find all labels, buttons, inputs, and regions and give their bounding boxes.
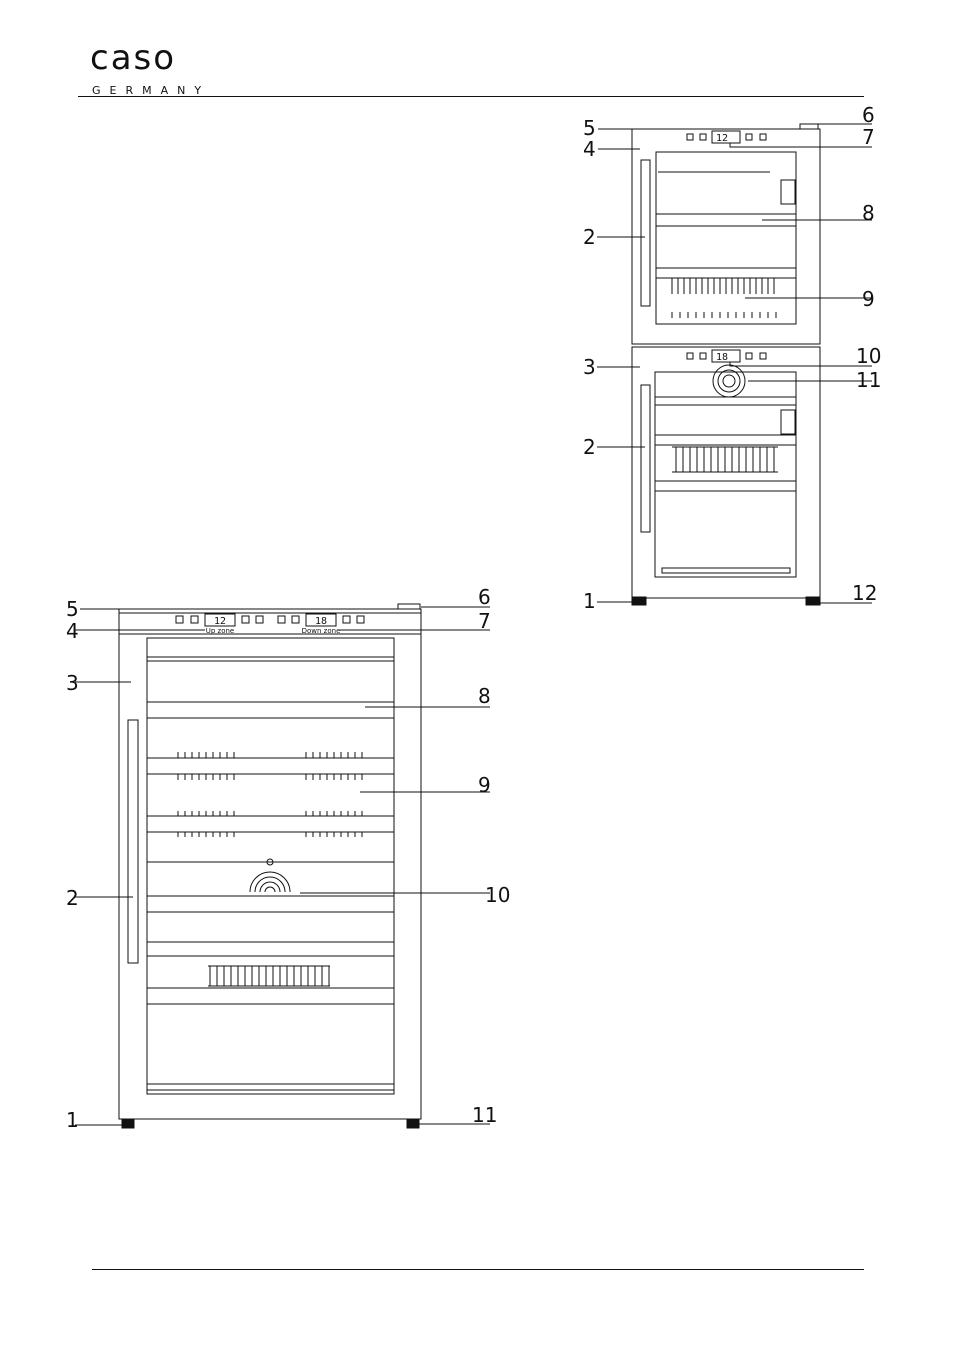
left-zone-down-label: Down zone [302,627,341,635]
left-zone-up-label: Up zone [206,627,235,635]
right-callout-4: 4 [583,137,596,161]
left-callout-6: 6 [478,585,491,609]
right-callout-10: 10 [856,344,881,368]
left-display-up-value: 12 [214,616,226,627]
right-callout-2-upper: 2 [583,225,596,249]
left-callout-1: 1 [66,1108,79,1132]
left-callout-5: 5 [66,597,79,621]
right-callout-1: 1 [583,589,596,613]
footer-rule [92,1269,864,1270]
left-handle [128,720,138,963]
left-callout-2: 2 [66,886,79,910]
left-callout-7: 7 [478,609,491,633]
right-display-top-value: 12 [716,133,728,144]
left-display-down-value: 18 [315,616,327,627]
right-callout-12: 12 [852,581,877,605]
left-callout-3: 3 [66,671,79,695]
right-callout-2-lower: 2 [583,435,596,459]
left-callout-11: 11 [472,1103,497,1127]
right-callout-6: 6 [862,103,875,127]
left-callout-10: 10 [485,883,510,907]
left-cooler-drawing [75,604,490,1128]
right-callout-7: 7 [862,125,875,149]
left-callout-9: 9 [478,773,491,797]
right-callout-11: 11 [856,368,881,392]
right-callout-3: 3 [583,355,596,379]
right-cooler-drawing [597,124,872,605]
right-upper-cabinet [632,129,820,344]
right-fan [713,365,745,397]
left-fan [250,859,290,892]
left-callout-4: 4 [66,619,79,643]
right-callout-8: 8 [862,201,875,225]
left-callout-8: 8 [478,684,491,708]
right-display-bottom-value: 18 [716,352,728,363]
left-cabinet [119,609,421,1119]
left-glass-door [147,638,394,1094]
right-callout-9: 9 [862,287,875,311]
